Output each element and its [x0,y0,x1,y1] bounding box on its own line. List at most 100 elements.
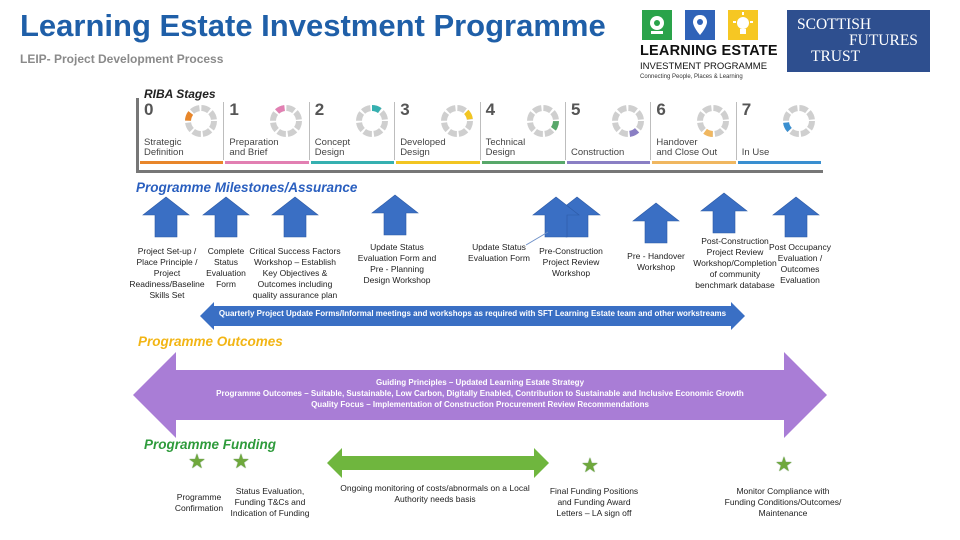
milestone-arrow-icon [700,192,748,234]
riba-stage-name-line2: and Close Out [656,147,718,158]
sft-logo-line2: FUTURES [849,32,918,49]
milestone-label: Update Status Evaluation Form [468,242,530,263]
sft-logo-line3: TRUST [811,48,861,65]
milestone-arrow-icon [532,196,580,238]
leip-logo-line3: Connecting People, Places & Learning [640,74,743,80]
riba-stage-name-line2: Design [314,147,345,158]
riba-stage-divider [223,102,225,160]
funding-star-icon: ★ [188,451,206,473]
page-title: Learning Estate Investment Programme [20,8,606,43]
funding-item: Monitor Compliance with Funding Conditio… [724,486,842,518]
riba-stage-number: 5 [571,100,581,119]
riba-stage: 7 In Use [735,100,822,164]
riba-baseline [136,170,823,173]
quarterly-band-text: Quarterly Project Update Forms/Informal … [218,309,727,318]
milestone-connector [525,231,549,246]
outcomes-line3: Quality Focus – Implementation of Constr… [311,400,649,409]
riba-stage-divider [735,102,737,160]
riba-stage-divider [565,102,566,160]
stage-ring-icon [526,105,559,137]
milestones-heading: Programme Milestones/Assurance [136,180,358,195]
funding-star-icon: ★ [775,454,793,476]
riba-stage-divider [650,102,652,160]
funding-monitoring-arrow [327,448,549,478]
funding-star-icon: ★ [581,455,599,477]
stage-ring-icon [185,105,217,137]
riba-stage-name-line1: Technical [485,137,526,148]
riba-stage-number: 2 [314,100,325,119]
riba-stage-color-bar [652,161,736,164]
riba-stage-name: Construction [571,148,624,158]
funding-item: Ongoing monitoring of costs/abnormals on… [340,483,530,504]
riba-stage-name-line1: Concept [314,137,351,148]
lightbulb-icon [733,12,753,34]
milestone-arrow-icon [202,196,250,238]
milestone-label: Project Set-up / Place Principle / Proje… [129,246,205,300]
stage-ring-icon [697,105,730,137]
riba-stage-color-bar [396,161,480,164]
riba-stage-number: 0 [144,100,154,119]
outcomes-band-arrow [133,352,827,438]
sft-logo: SCOTTISH FUTURES TRUST [787,10,930,72]
page-subtitle: LEIP- Project Development Process [20,52,224,66]
leip-logo-tile-learning [728,10,758,40]
people-icon [650,16,664,34]
stage-ring-icon [355,105,388,137]
stage-ring-icon [612,105,644,137]
stage-ring-icon [782,105,815,137]
funding-item: Status Evaluation, Funding T&Cs and Indi… [230,486,310,518]
riba-stage-divider [394,102,396,160]
funding-item: Programme Confirmation [174,492,224,513]
stage-ring-icon [270,105,303,137]
milestone-arrow-icon [772,196,820,238]
riba-stage-name-line1: Strategic [144,137,182,148]
leip-logo-line2: INVESTMENT PROGRAMME [640,61,768,72]
milestone-label: Post-Construction Project Review Worksho… [693,236,777,290]
riba-stage-name-line2: Definition [144,147,184,158]
leip-logo: LEARNING ESTATE INVESTMENT PROGRAMME Con… [640,10,780,88]
milestone-arrow-icon [271,196,319,238]
riba-stage-name-line2: In Use [741,147,770,158]
leip-logo-tile-people [642,10,672,40]
riba-stage-name-line1: Handover [656,137,698,148]
riba-stage-color-bar [140,161,224,164]
riba-stage-number: 6 [656,100,666,119]
milestone-label: Pre - Handover Workshop [627,251,685,272]
quarterly-band-arrow [200,302,745,330]
milestone-label: Update Status Evaluation Form and Pre - … [357,242,437,285]
riba-stage-name-line2: Design [485,147,516,158]
outcomes-heading: Programme Outcomes [138,334,283,349]
riba-stage-color-bar [737,161,822,164]
milestone-arrow-icon [371,194,419,236]
riba-stage-divider [479,102,481,160]
riba-stage-name-line1: Preparation [229,137,279,148]
riba-stage-name-line2: Construction [571,147,625,158]
milestone-label: Post Occupancy Evaluation / Outcomes Eva… [769,242,831,285]
outcomes-line1: Guiding Principles – Updated Learning Es… [375,378,585,387]
milestone-arrow-icon [632,202,680,244]
milestone-arrow-icon [142,196,190,238]
riba-stage-color-bar [567,161,651,164]
sft-logo-line1: SCOTTISH [797,16,872,33]
funding-item: Final Funding Positions and Funding Awar… [549,486,639,518]
funding-star-icon: ★ [232,451,250,473]
riba-stage-name-line2: Design [400,147,430,158]
riba-stage-number: 7 [741,100,752,119]
leip-logo-line1: LEARNING ESTATE [640,43,778,59]
riba-stage-number: 4 [485,100,496,119]
riba-stage-color-bar [310,161,395,164]
milestone-label: Complete Status Evaluation Form [206,246,246,289]
riba-stage-name-line1: Developed [400,137,446,148]
